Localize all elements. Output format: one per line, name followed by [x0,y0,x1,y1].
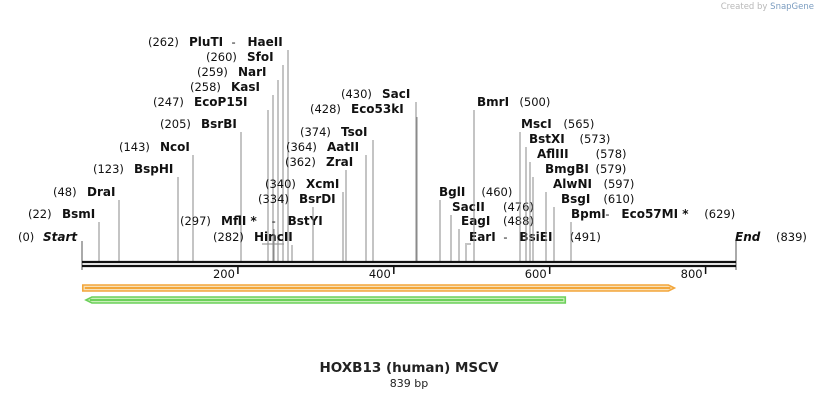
enzyme-name-alwni: AlwNI [553,177,592,191]
site-position: (260) [206,50,237,64]
site-separator: - [232,35,236,49]
enzyme-name-bsrbi: BsrBI [201,117,237,131]
site-position: (578) [596,147,627,161]
ruler-tick-label: 400 [369,267,391,281]
site-position: (362) [285,155,316,169]
site-position: (282) [213,230,244,244]
enzyme-name-ncoi: NcoI [160,140,190,154]
site-position: (259) [197,65,228,79]
enzyme-name-tsoi: TsoI [341,125,367,139]
enzyme-name-bstxi: BstXI [529,132,565,146]
end-label: End [735,230,761,244]
site-separator: - [503,230,507,244]
enzyme-name-bstyi: BstYI [288,214,323,228]
site-position: (610) [603,192,634,206]
enzyme-name-eco53ki: Eco53kI [351,102,404,116]
site-separator: - [272,214,276,228]
enzyme-name-bsmi: BsmI [62,207,95,221]
enzyme-name-afliii: AflIII [537,147,569,161]
ruler-tick-label: 800 [681,267,703,281]
snapgene-brand: SnapGene [770,2,814,12]
site-position: (579) [596,162,627,176]
enzyme-name-bsiei: BsiEI [519,230,552,244]
enzyme-name-msci: MscI [521,117,552,131]
enzyme-name-bmgbi: BmgBI [545,162,589,176]
site-position: (247) [153,95,184,109]
credit-prefix: Created by [720,2,768,12]
enzyme-name-bmri: BmrI [477,95,509,109]
site-position: (476) [503,200,534,214]
enzyme-name-drai: DraI [87,185,115,199]
enzyme-name-eagi: EagI [461,214,490,228]
enzyme-name-haeii: HaeII [248,35,283,49]
site-position: (258) [190,80,221,94]
site-position: (143) [119,140,150,154]
enzyme-name-ecop15i: EcoP15I [194,95,248,109]
enzyme-name-mfli: MflI * [221,214,257,228]
site-position: (364) [286,140,317,154]
site-position: (500) [519,95,550,109]
site-position: (430) [341,87,372,101]
site-position: (428) [310,102,341,116]
start-label: Start [43,230,78,244]
ruler-tick-label: 200 [213,267,235,281]
site-position: (123) [93,162,124,176]
enzyme-name-eco57mi: Eco57MI * [621,207,689,221]
enzyme-name-bpmi: BpmI [571,207,606,221]
enzyme-name-bsrdi: BsrDI [299,192,336,206]
construct-length: 839 bp [389,377,429,390]
enzyme-name-bsgi: BsgI [561,192,590,206]
snapgene-credit: Created by SnapGene [721,2,814,12]
site-position: (48) [53,185,77,199]
site-position: (629) [704,207,735,221]
site-position: (460) [481,185,512,199]
end-position: (839) [776,230,807,244]
enzyme-name-sfoi: SfoI [247,50,274,64]
enzyme-name-saci: SacI [382,87,410,101]
enzyme-name-zrai: ZraI [326,155,353,169]
site-position: (491) [570,230,601,244]
enzyme-name-bsphi: BspHI [134,162,173,176]
ruler-tick-label: 600 [525,267,547,281]
start-position: (0) [18,230,34,244]
site-position: (340) [265,177,296,191]
site-separator: - [605,207,609,221]
enzyme-name-aatii: AatII [327,140,359,154]
site-position: (488) [503,214,534,228]
site-position: (573) [580,132,611,146]
construct-title: HOXB13 (human) MSCV [319,360,499,376]
site-position: (22) [28,207,52,221]
enzyme-name-sacii: SacII [452,200,485,214]
enzyme-name-pluti: PluTI [189,35,223,49]
site-position: (597) [604,177,635,191]
enzyme-name-kasi: KasI [231,80,260,94]
site-position: (262) [148,35,179,49]
site-position: (374) [300,125,331,139]
enzyme-name-xcmi: XcmI [306,177,339,191]
site-position: (205) [160,117,191,131]
enzyme-name-bgli: BglI [439,185,465,199]
site-position: (565) [563,117,594,131]
enzyme-name-eari: EarI [469,230,496,244]
site-position: (297) [180,214,211,228]
site-position: (334) [258,192,289,206]
enzyme-name-hincii: HincII [254,230,293,244]
enzyme-name-nari: NarI [238,65,267,79]
